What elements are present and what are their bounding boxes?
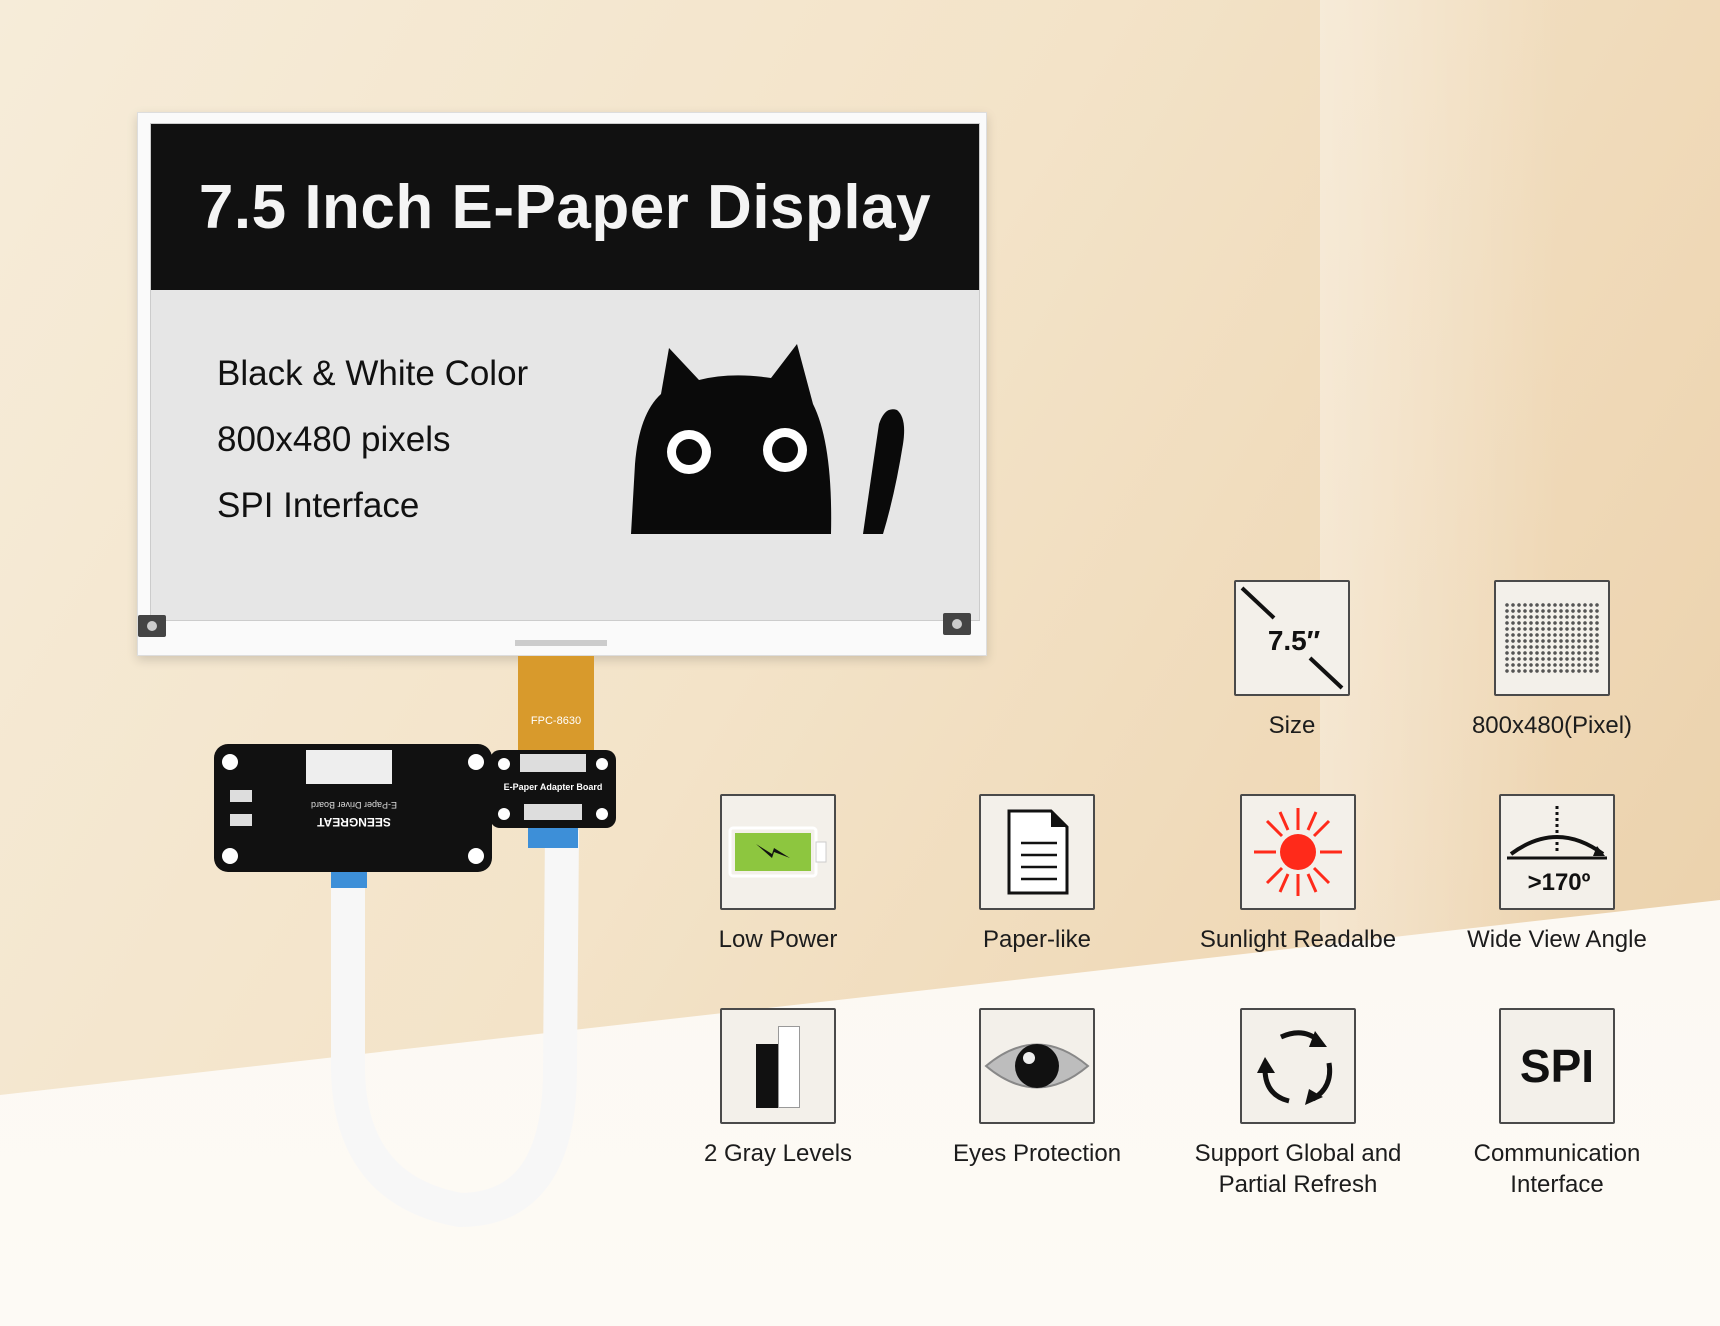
eye-icon xyxy=(979,1008,1095,1124)
feature-resolution-label: 800x480(Pixel) xyxy=(1471,712,1633,739)
driver-board xyxy=(214,744,492,872)
feature-gray-levels: 2 Gray Levels xyxy=(653,1008,903,1169)
spec-resolution: 800x480 pixels xyxy=(217,420,451,459)
sun-icon xyxy=(1240,794,1356,910)
feature-paper-like-label: Paper-like xyxy=(982,926,1092,953)
feature-low-power-label: Low Power xyxy=(718,926,838,953)
svg-text:7.5″: 7.5″ xyxy=(1268,625,1320,656)
panel-tab xyxy=(515,640,607,646)
feature-eyes-protection: Eyes Protection xyxy=(912,1008,1162,1169)
spi-icon: SPI xyxy=(1499,1008,1615,1124)
fpc-cable xyxy=(518,656,594,752)
feature-communication-label: Communication Interface xyxy=(1473,1140,1641,1198)
feature-gray-levels-label: 2 Gray Levels xyxy=(703,1140,853,1167)
mount-hole-right xyxy=(943,613,971,635)
feature-view-angle: >170º Wide View Angle xyxy=(1432,794,1682,955)
feature-refresh: Support Global and Partial Refresh xyxy=(1173,1008,1423,1200)
feature-resolution: 800x480(Pixel) xyxy=(1427,580,1677,741)
pixel-grid-icon xyxy=(1494,580,1610,696)
cat-illustration xyxy=(631,344,905,534)
feature-communication: SPI Communication Interface xyxy=(1432,1008,1682,1200)
ribbon-cable xyxy=(331,829,579,1228)
feature-low-power: Low Power xyxy=(653,794,903,955)
mount-hole-left xyxy=(138,615,166,637)
diagonal-size-icon: 7.5″ xyxy=(1234,580,1350,696)
feature-sunlight-label: Sunlight Readalbe xyxy=(1199,926,1397,953)
view-angle-icon: >170º xyxy=(1499,794,1615,910)
svg-text:>170º: >170º xyxy=(1528,869,1591,896)
feature-view-angle-label: Wide View Angle xyxy=(1467,926,1647,953)
feature-size-label: Size xyxy=(1268,712,1316,739)
battery-icon xyxy=(720,794,836,910)
adapter-label: E-Paper Adapter Board xyxy=(504,782,603,792)
gray-levels-icon xyxy=(720,1008,836,1124)
display-title: 7.5 Inch E-Paper Display xyxy=(198,172,932,242)
feature-refresh-label: Support Global and Partial Refresh xyxy=(1194,1140,1402,1198)
refresh-icon xyxy=(1240,1008,1356,1124)
driver-sublabel: E-Paper Driver Board xyxy=(311,800,397,810)
feature-sunlight: Sunlight Readalbe xyxy=(1173,794,1423,955)
fpc-label: FPC-8630 xyxy=(531,715,581,727)
spec-color: Black & White Color xyxy=(217,354,529,393)
driver-hardware: FPC-8630 SEENGREAT E-Paper Driver Board … xyxy=(214,656,616,1228)
spec-interface: SPI Interface xyxy=(217,486,420,525)
epaper-screen: 7.5 Inch E-Paper Display Black & White C… xyxy=(150,123,980,621)
feature-paper-like: Paper-like xyxy=(912,794,1162,955)
screen-header: 7.5 Inch E-Paper Display xyxy=(151,124,979,290)
driver-label: SEENGREAT xyxy=(316,815,390,829)
feature-size: 7.5″ Size xyxy=(1167,580,1417,741)
driver-connector xyxy=(306,750,392,784)
document-icon xyxy=(979,794,1095,910)
epaper-panel: 7.5 Inch E-Paper Display Black & White C… xyxy=(137,112,987,656)
feature-eyes-protection-label: Eyes Protection xyxy=(952,1140,1122,1167)
